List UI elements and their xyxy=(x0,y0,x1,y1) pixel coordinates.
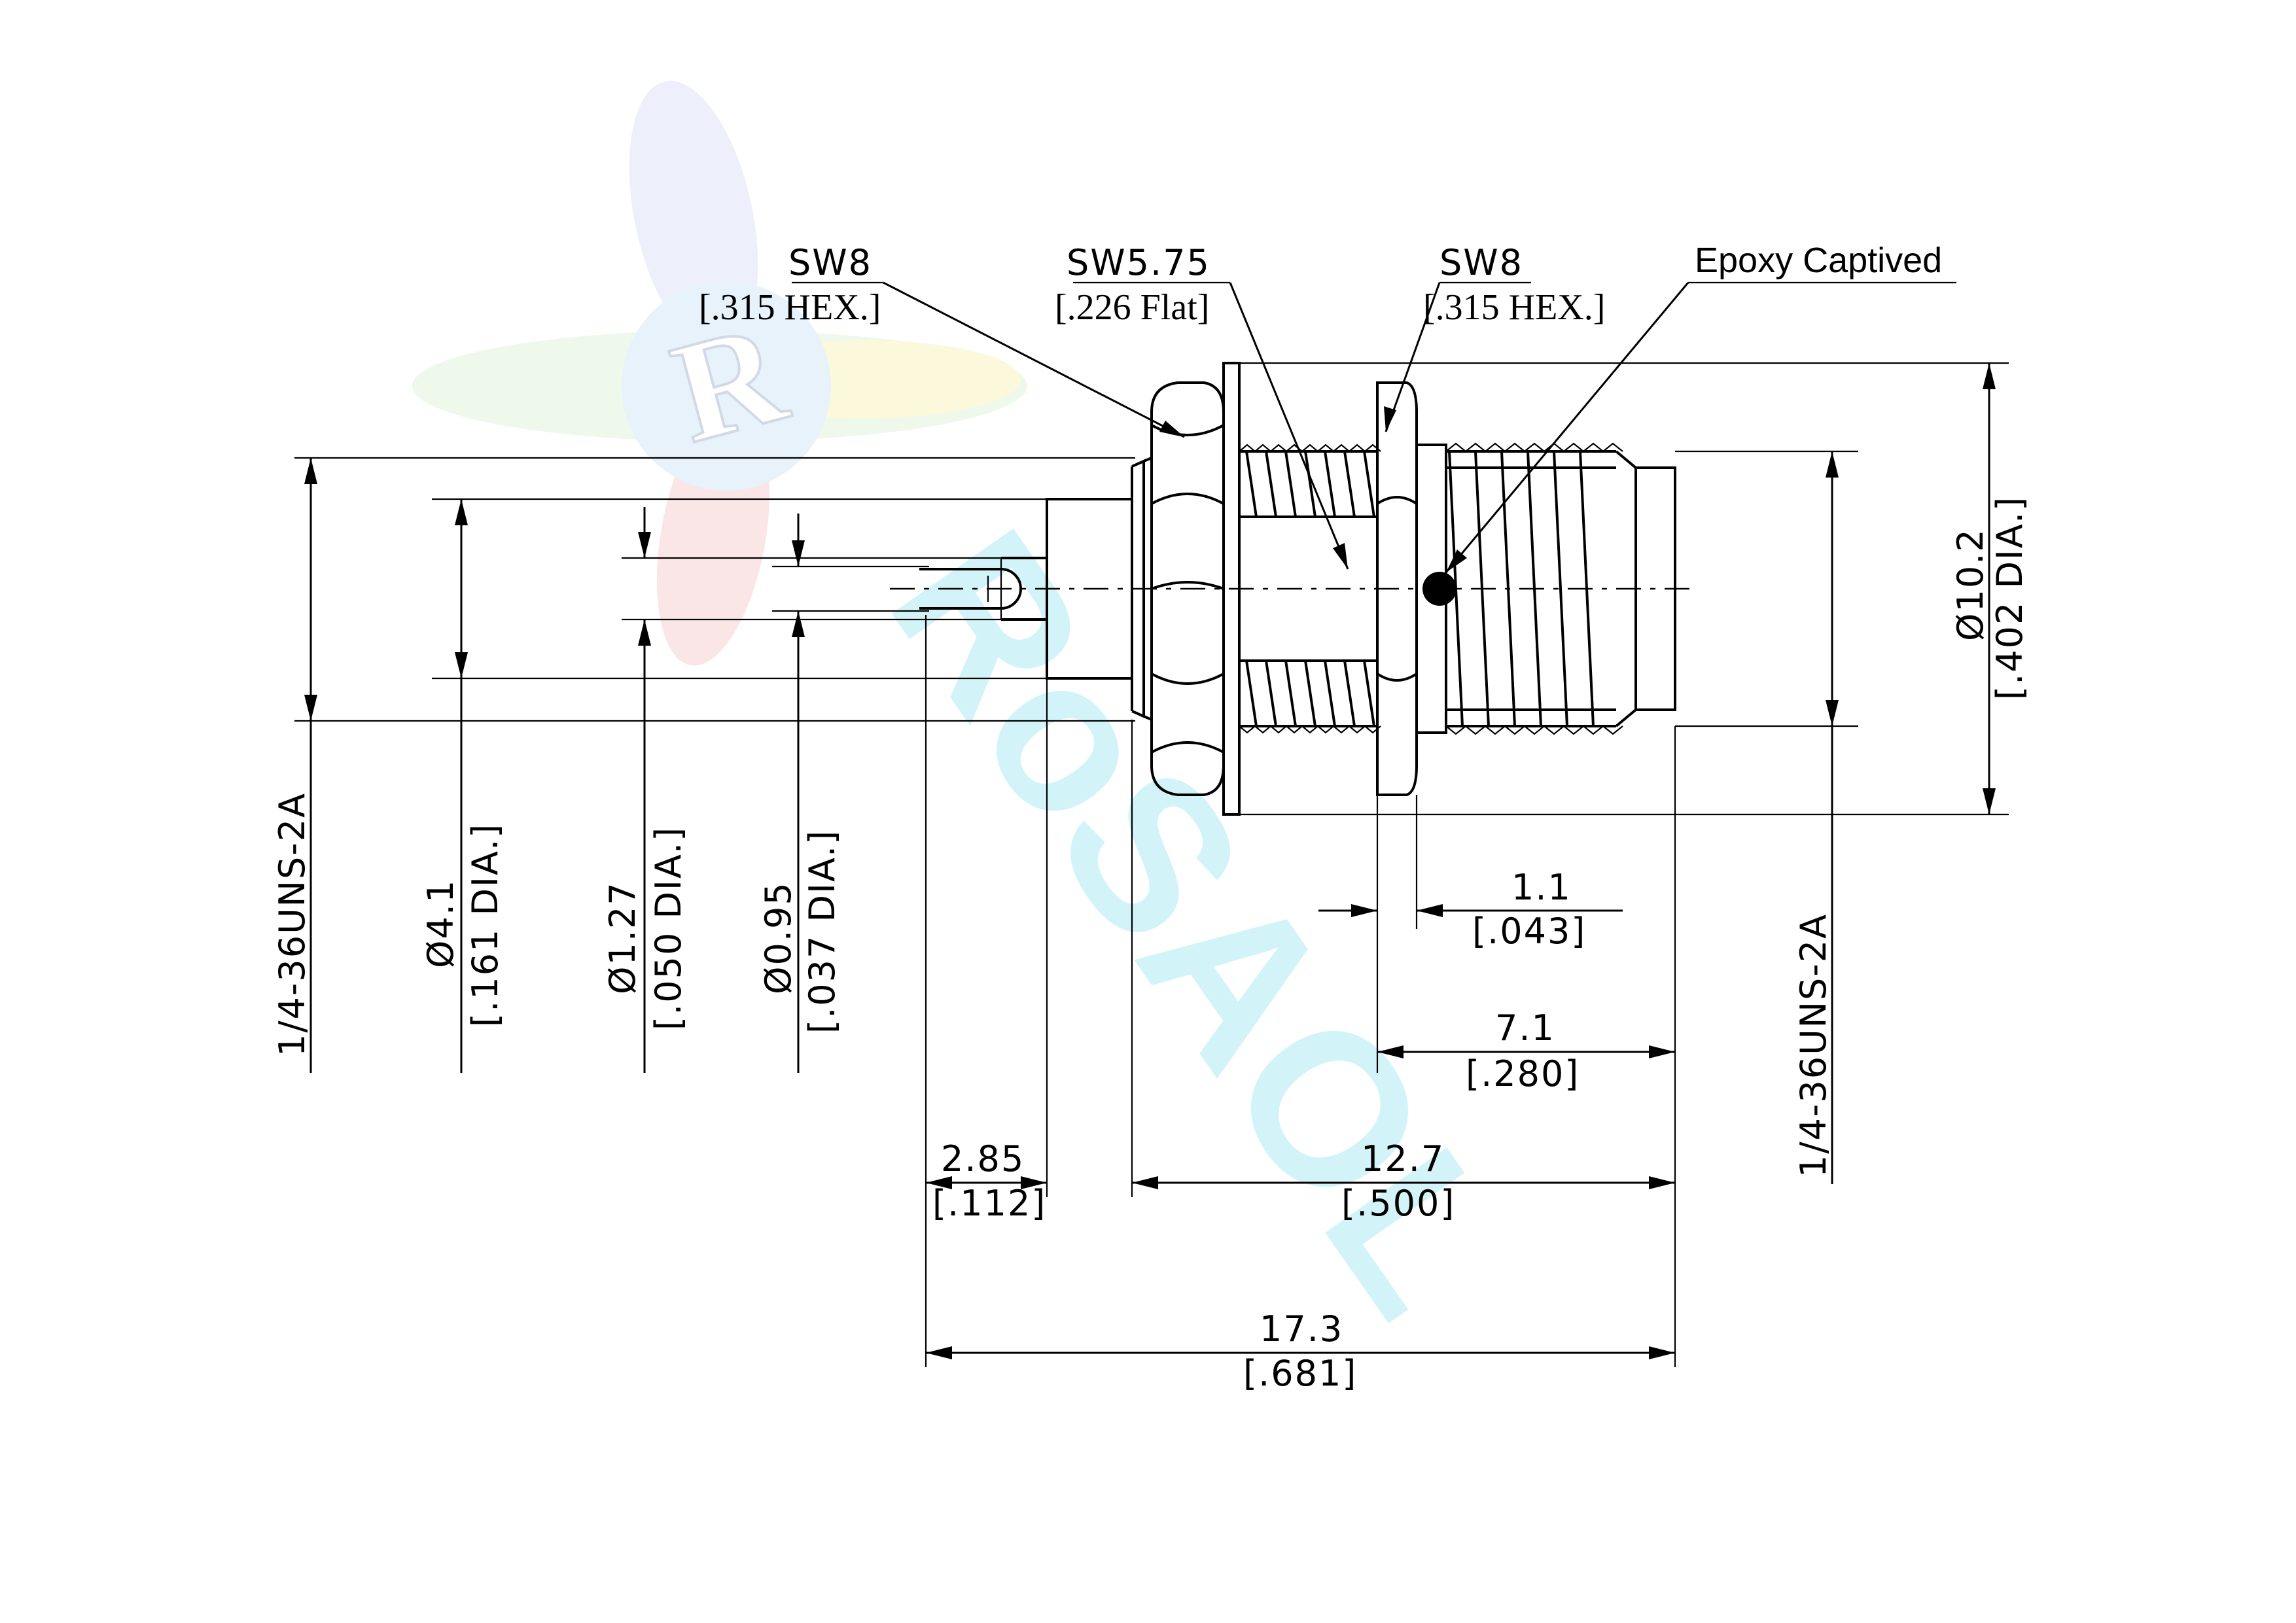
callout-sw8-left: SW8 [.315 HEX.] xyxy=(699,242,881,328)
callout-sw8-left-label: SW8 xyxy=(788,242,872,283)
label-dia102: Ø10.2 [.402 DIA.] xyxy=(1950,496,2030,700)
callout-sw8-left-inch: [.315 HEX.] xyxy=(699,287,881,328)
extension-lines xyxy=(294,362,2009,1367)
dia41-text: Ø4.1 xyxy=(420,879,461,968)
d11-text: 1.1 xyxy=(1511,867,1572,908)
thread-right-text: 1/4-36UNS-2A xyxy=(1793,913,1834,1178)
dia102-text: Ø10.2 xyxy=(1950,528,1991,641)
dia095-text: Ø0.95 xyxy=(758,881,799,994)
d285-text: 2.85 xyxy=(941,1138,1025,1179)
center-pin xyxy=(919,557,1047,621)
label-d11: 1.1 [.043] xyxy=(1472,867,1586,952)
label-d127: 12.7 [.500] xyxy=(1341,1138,1455,1224)
epoxy-dot xyxy=(1422,572,1457,606)
vertical-dimension-lines xyxy=(304,363,1996,1184)
callout-sw575-label: SW5.75 xyxy=(1067,242,1210,283)
body-thread xyxy=(1239,444,1381,734)
callout-sw8-right-inch: [.315 HEX.] xyxy=(1423,287,1605,328)
d285-inch: [.112] xyxy=(932,1183,1046,1224)
label-d173: 17.3 [.681] xyxy=(1243,1308,1357,1394)
callout-sw575: SW5.75 [.226 Flat] xyxy=(1055,242,1210,328)
label-dia41: Ø4.1 [.161 DIA.] xyxy=(420,823,506,1027)
d173-inch: [.681] xyxy=(1243,1353,1357,1394)
leader-lines xyxy=(792,281,1956,573)
d71-inch: [.280] xyxy=(1466,1053,1580,1094)
label-dia127: Ø1.27 [.050 DIA.] xyxy=(602,826,689,1030)
label-thread-right: 1/4-36UNS-2A xyxy=(1793,913,1834,1178)
label-thread-left: 1/4-36UNS-2A xyxy=(272,792,313,1056)
dia41-inch: [.161 DIA.] xyxy=(465,823,506,1027)
dia127-text: Ø1.27 xyxy=(602,881,643,994)
right-hex-nut xyxy=(1376,381,1418,796)
d71-text: 7.1 xyxy=(1495,1007,1555,1049)
callout-epoxy: Epoxy Captived xyxy=(1695,241,1942,280)
dia127-inch: [.050 DIA.] xyxy=(648,826,689,1030)
callout-sw575-inch: [.226 Flat] xyxy=(1055,287,1209,328)
watermark-logo: R xyxy=(412,80,1027,666)
d11-inch: [.043] xyxy=(1472,911,1586,952)
d127-inch: [.500] xyxy=(1341,1183,1455,1224)
front-thread xyxy=(1415,442,1676,735)
callout-sw8-right-label: SW8 xyxy=(1439,242,1523,283)
label-dia095: Ø0.95 [.037 DIA.] xyxy=(758,829,843,1034)
dia102-inch: [.402 DIA.] xyxy=(1989,496,2030,700)
label-d71: 7.1 [.280] xyxy=(1466,1007,1580,1094)
callout-sw8-right: SW8 [.315 HEX.] xyxy=(1423,242,1605,328)
d173-text: 17.3 xyxy=(1260,1308,1343,1350)
horizontal-dimension-lines xyxy=(926,904,1675,1359)
d127-text: 12.7 xyxy=(1361,1138,1445,1179)
dia095-inch: [.037 DIA.] xyxy=(802,829,843,1034)
label-d285: 2.85 [.112] xyxy=(932,1138,1046,1224)
thread-left-text: 1/4-36UNS-2A xyxy=(272,792,313,1056)
